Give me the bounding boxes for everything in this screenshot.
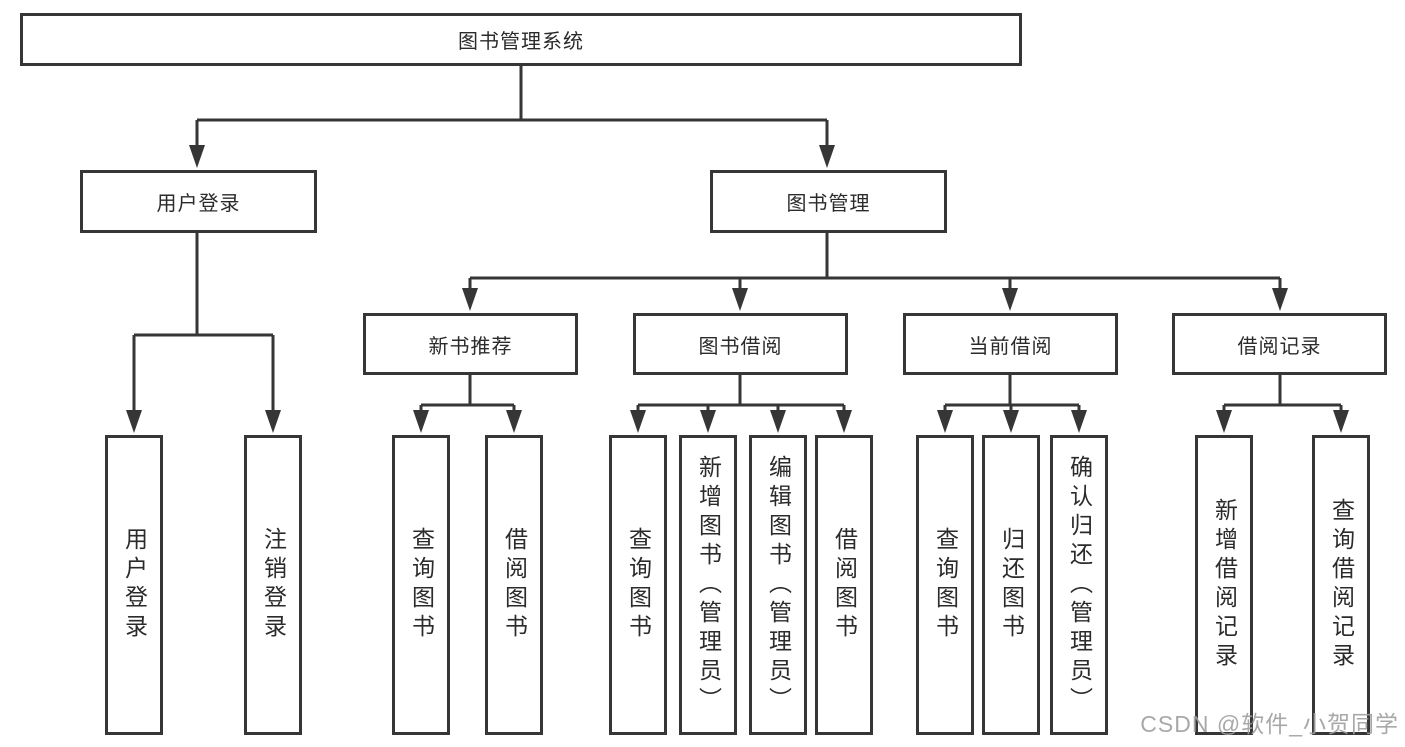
leaf-logout-label: 注销登录 [260, 527, 287, 643]
node-book-borrowing-label: 图书借阅 [698, 335, 783, 358]
leaf-add-borrow-record-label: 新增借阅记录 [1211, 498, 1238, 672]
leaf-query-books-recommend: 查询图书 [392, 435, 450, 735]
node-new-book-recommend: 新书推荐 [363, 313, 578, 375]
leaf-user-login: 用户登录 [105, 435, 163, 735]
leaf-query-books-borrowing: 查询图书 [609, 435, 667, 735]
leaf-add-book-admin: 新增图书（管理员） [679, 435, 737, 735]
leaf-borrow-books-recommend-label: 借阅图书 [501, 527, 528, 643]
leaf-logout: 注销登录 [244, 435, 302, 735]
arrowheads [126, 145, 1349, 433]
csdn-watermark: CSDN @软件_小贺同学 [1140, 711, 1399, 737]
leaf-query-borrow-record-label: 查询借阅记录 [1328, 498, 1355, 672]
leaf-query-books-recommend-label: 查询图书 [408, 527, 435, 643]
node-book-borrowing: 图书借阅 [633, 313, 848, 375]
leaf-edit-book-admin-label: 编辑图书（管理员） [765, 454, 792, 716]
node-book-management-label: 图书管理 [786, 193, 871, 215]
leaf-borrow-books-borrowing: 借阅图书 [815, 435, 873, 735]
leaf-query-books-current-label: 查询图书 [932, 527, 959, 643]
leaf-add-book-admin-label: 新增图书（管理员） [695, 454, 722, 716]
leaf-query-books-current: 查询图书 [916, 435, 974, 735]
node-borrow-records-label: 借阅记录 [1237, 335, 1322, 358]
leaf-borrow-books-borrowing-label: 借阅图书 [831, 527, 858, 643]
leaf-user-login-label: 用户登录 [121, 527, 148, 643]
leaf-query-borrow-record: 查询借阅记录 [1312, 435, 1370, 735]
node-user-login: 用户登录 [80, 170, 317, 233]
node-book-management: 图书管理 [710, 170, 947, 233]
leaf-borrow-books-recommend: 借阅图书 [485, 435, 543, 735]
leaf-return-books: 归还图书 [982, 435, 1040, 735]
node-user-login-label: 用户登录 [156, 193, 241, 215]
node-new-book-recommend-label: 新书推荐 [428, 335, 513, 358]
node-borrow-records: 借阅记录 [1172, 313, 1387, 375]
leaf-add-borrow-record: 新增借阅记录 [1195, 435, 1253, 735]
leaf-return-books-label: 归还图书 [998, 527, 1025, 643]
leaf-confirm-return-admin: 确认归还（管理员） [1050, 435, 1108, 735]
leaf-edit-book-admin: 编辑图书（管理员） [749, 435, 807, 735]
node-current-borrowing-label: 当前借阅 [968, 335, 1053, 358]
node-library-system: 图书管理系统 [20, 13, 1022, 66]
node-current-borrowing: 当前借阅 [903, 313, 1118, 375]
leaf-confirm-return-admin-label: 确认归还（管理员） [1066, 454, 1093, 716]
node-library-system-label: 图书管理系统 [458, 31, 584, 53]
leaf-query-books-borrowing-label: 查询图书 [625, 527, 652, 643]
